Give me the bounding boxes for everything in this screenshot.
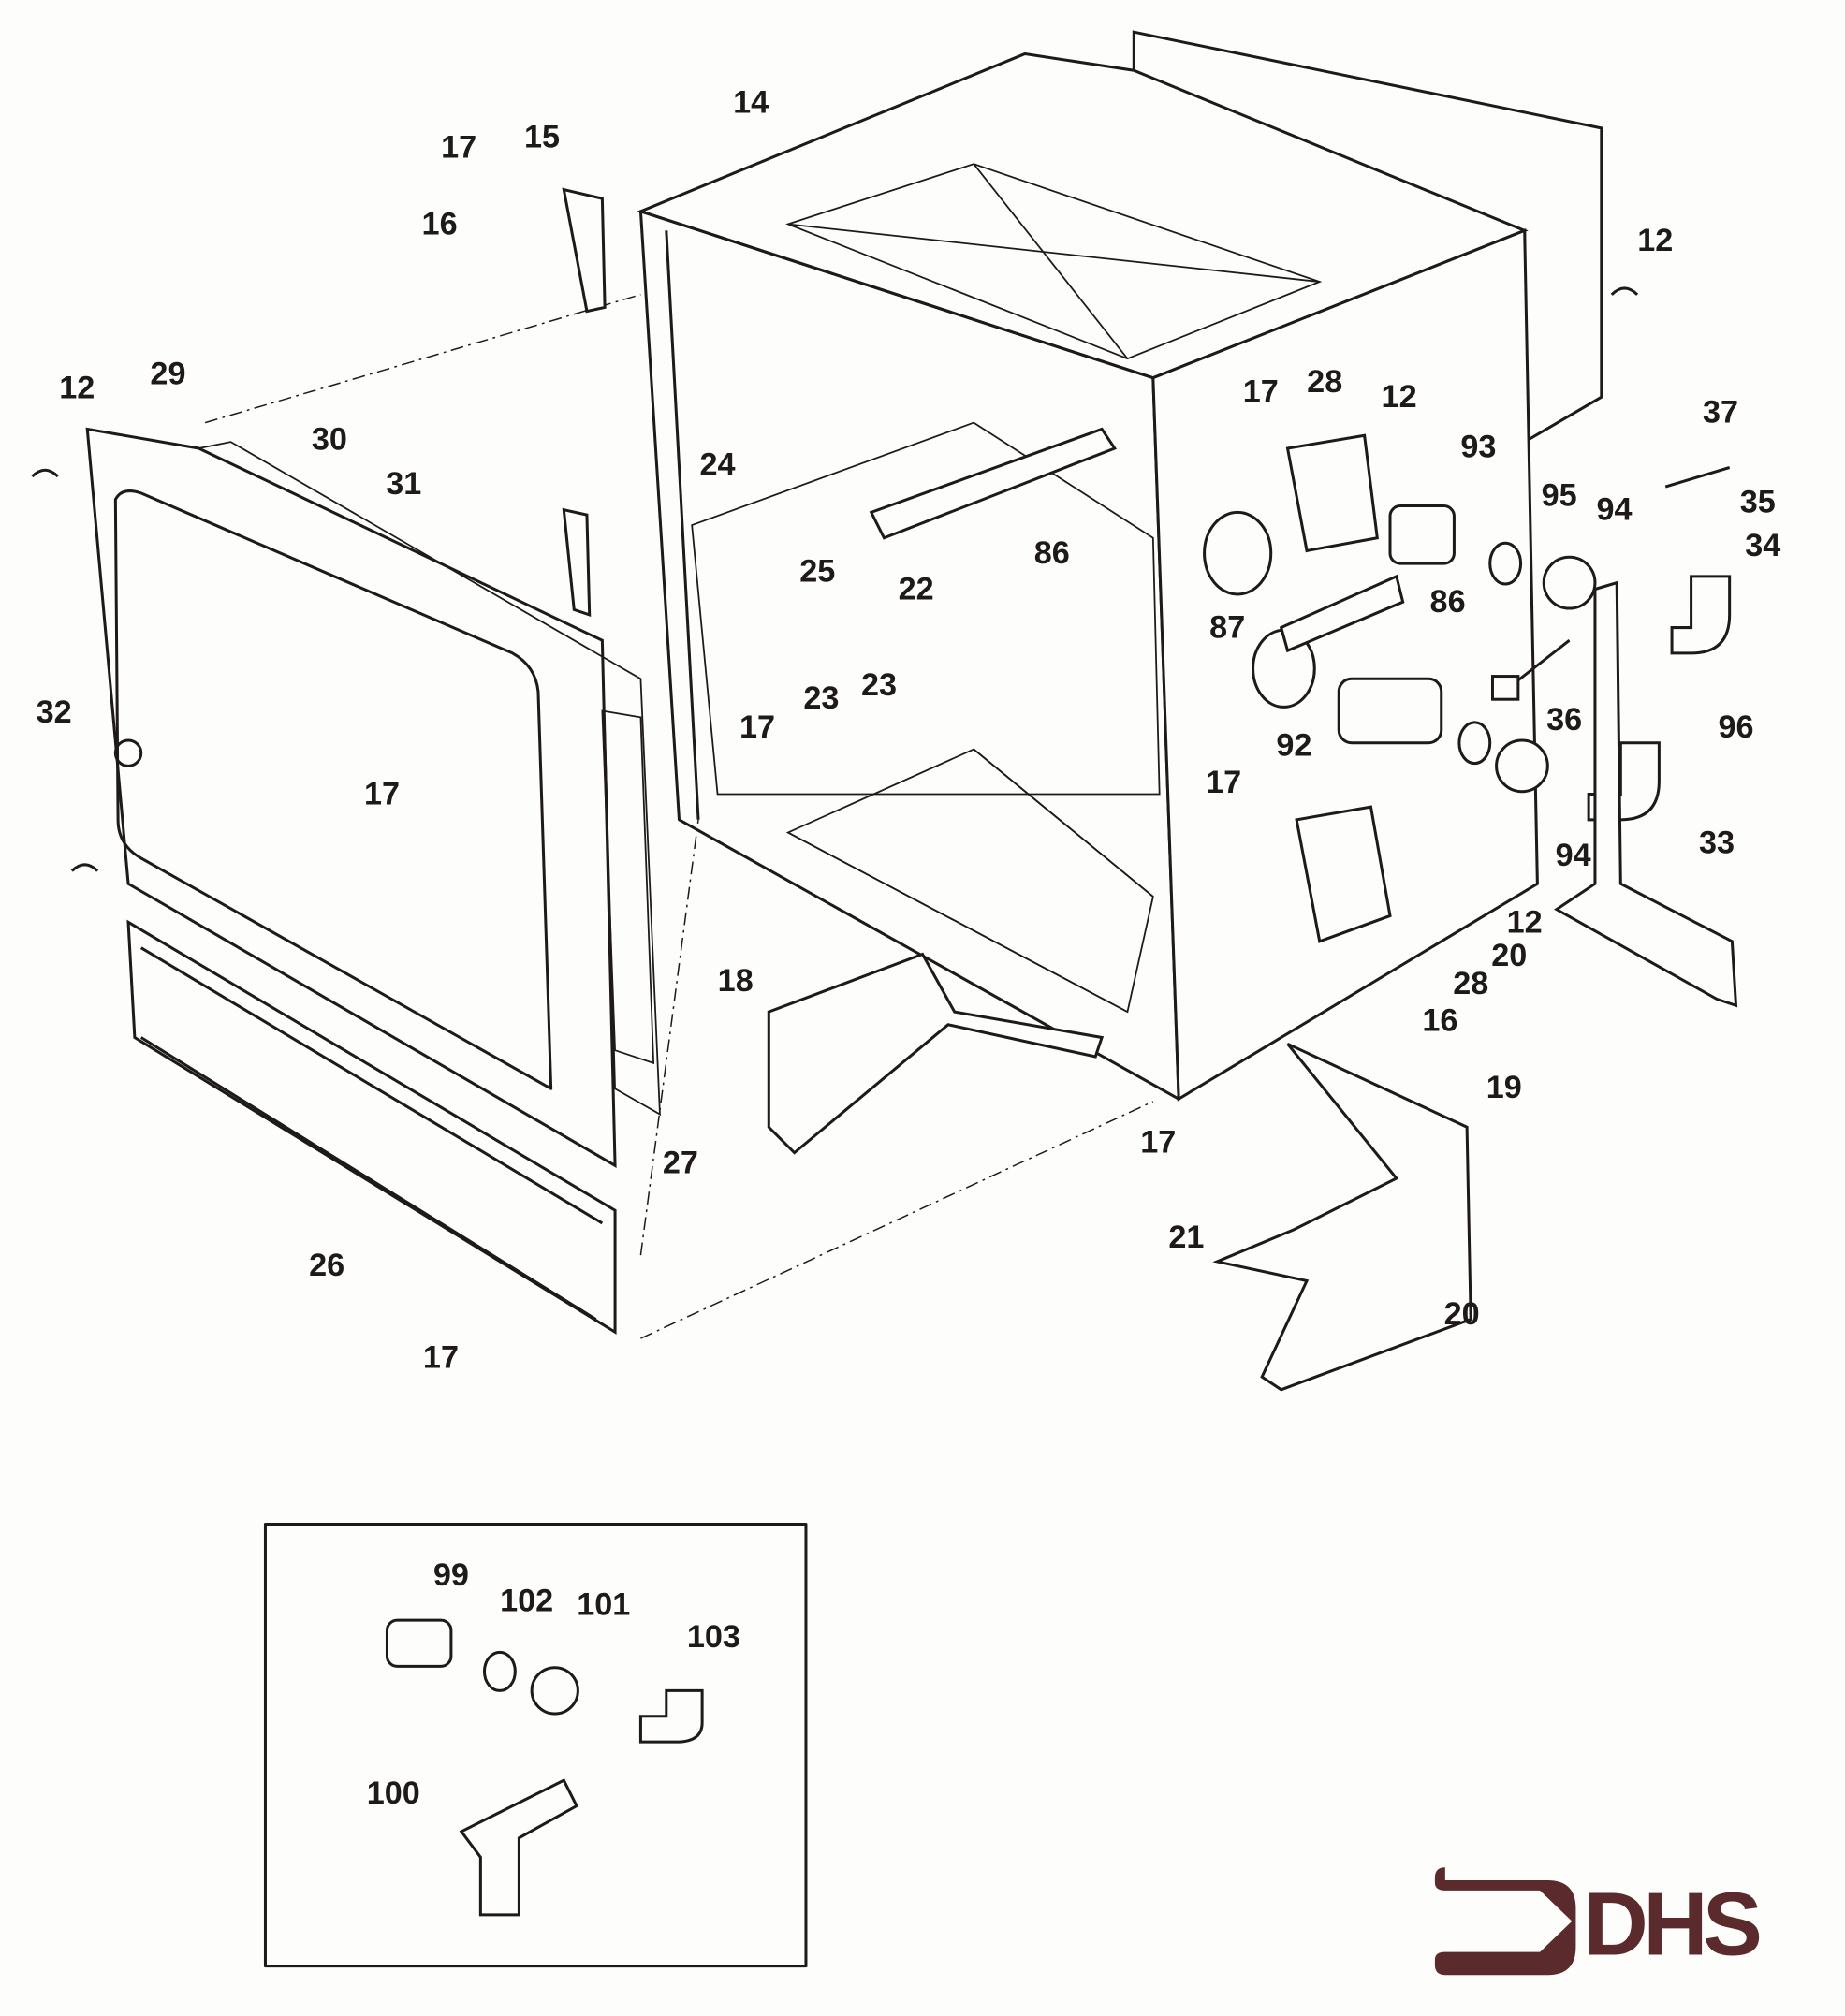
callout-labels: 14 17 15 16 12 12 29 30 31 24 17 28 12 9… bbox=[37, 84, 1781, 1810]
part-label: 12 bbox=[1637, 223, 1673, 258]
part-label: 17 bbox=[441, 129, 476, 165]
part-label: 12 bbox=[1507, 904, 1543, 940]
part-label: 17 bbox=[1206, 765, 1241, 800]
door-panel bbox=[85, 187, 661, 1335]
part-label: 94 bbox=[1556, 838, 1591, 873]
part-label: 93 bbox=[1460, 430, 1496, 465]
part-label: 17 bbox=[423, 1340, 459, 1376]
part-label: 25 bbox=[799, 553, 835, 589]
part-label: 96 bbox=[1718, 709, 1753, 745]
inset-part-label: 101 bbox=[577, 1587, 630, 1623]
cabinet-box bbox=[204, 30, 1603, 1339]
part-label: 27 bbox=[663, 1146, 698, 1181]
part-label: 34 bbox=[1745, 528, 1780, 563]
part-label: 17 bbox=[364, 776, 400, 811]
part-label: 94 bbox=[1596, 492, 1632, 528]
part-label: 20 bbox=[1491, 938, 1527, 973]
part-label: 92 bbox=[1276, 727, 1311, 763]
part-label: 12 bbox=[1382, 379, 1417, 415]
part-label: 86 bbox=[1034, 535, 1070, 571]
part-label: 19 bbox=[1486, 1070, 1522, 1105]
part-label: 20 bbox=[1444, 1296, 1480, 1332]
part-label: 16 bbox=[1422, 1003, 1457, 1039]
part-label: 18 bbox=[718, 963, 754, 999]
part-label: 17 bbox=[739, 709, 775, 745]
part-label: 17 bbox=[1243, 374, 1279, 410]
part-label: 29 bbox=[150, 357, 185, 392]
part-label: 22 bbox=[899, 571, 934, 606]
part-label: 95 bbox=[1542, 478, 1577, 514]
part-label: 28 bbox=[1453, 966, 1488, 1001]
part-label: 23 bbox=[861, 667, 897, 703]
part-label: 35 bbox=[1740, 484, 1776, 519]
part-label: 31 bbox=[386, 466, 421, 502]
inset-part-label: 100 bbox=[367, 1775, 420, 1811]
part-label: 86 bbox=[1430, 584, 1466, 620]
part-label: 33 bbox=[1699, 825, 1735, 860]
inset-alternate-fittings bbox=[263, 1522, 808, 1968]
inset-part-label: 99 bbox=[433, 1557, 469, 1593]
part-label: 36 bbox=[1546, 702, 1582, 738]
inset-part-label: 103 bbox=[687, 1619, 740, 1655]
part-label: 24 bbox=[700, 447, 736, 483]
logo-text: DHS bbox=[1584, 1874, 1760, 1974]
part-label: 30 bbox=[312, 421, 347, 457]
part-label: 32 bbox=[37, 694, 72, 730]
part-label: 28 bbox=[1307, 364, 1342, 400]
fittings bbox=[31, 286, 1738, 1392]
inset-part-label: 102 bbox=[500, 1584, 553, 1619]
part-label: 15 bbox=[524, 119, 560, 154]
part-label: 12 bbox=[59, 371, 95, 406]
part-label: 23 bbox=[803, 680, 839, 716]
part-label: 17 bbox=[1140, 1125, 1176, 1161]
part-label: 16 bbox=[422, 206, 458, 241]
part-label: 14 bbox=[733, 84, 769, 120]
dhs-logo: DHS bbox=[1434, 1867, 1765, 1976]
part-label: 21 bbox=[1168, 1220, 1204, 1255]
part-label: 26 bbox=[309, 1248, 344, 1283]
part-label: 37 bbox=[1703, 395, 1738, 431]
part-label: 87 bbox=[1209, 610, 1245, 646]
